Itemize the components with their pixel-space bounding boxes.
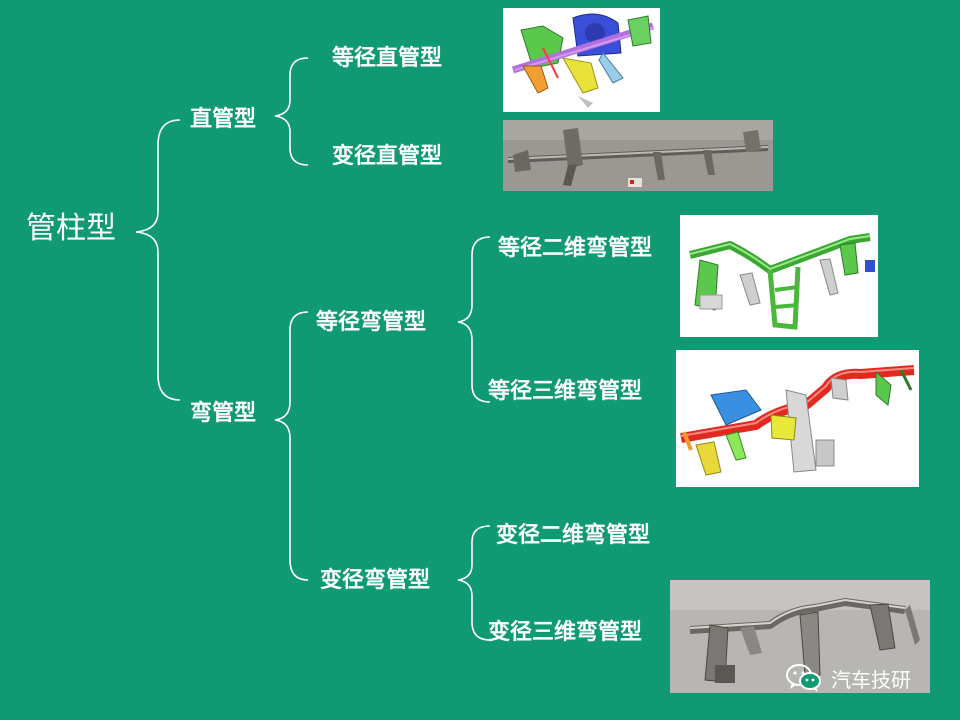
branch-straight-label: 直管型 [190,107,257,132]
leaf-equal-3d-label: 等径三维弯管型 [488,379,643,404]
image-variable-3d-photo [670,580,930,693]
root-label: 管柱型 [26,211,116,246]
variable-bent-brace [457,525,491,641]
equal-bent-brace [457,236,491,403]
branch-bent-label: 弯管型 [190,401,257,426]
equal-bent-label: 等径弯管型 [316,310,427,335]
bent-brace [274,311,309,581]
leaf-variable-2d-label: 变径二维弯管型 [496,523,651,548]
image-variable-straight-photo [503,120,773,191]
watermark-text: 汽车技研 [831,667,911,692]
leaf-equal-2d-label: 等径二维弯管型 [498,236,653,261]
image-equal-straight-cad [503,8,660,112]
variable-bent-label: 变径弯管型 [320,568,431,593]
image-equal-3d-cad [676,350,919,487]
image-equal-2d-cad [680,215,878,337]
root-brace [135,119,181,401]
leaf-variable-3d-label: 变径三维弯管型 [488,620,643,645]
watermark: 汽车技研 [785,660,935,696]
straight-brace [274,57,309,166]
leaf-variable-straight-label: 变径直管型 [332,144,443,169]
wechat-icon [786,664,821,692]
leaf-equal-straight-label: 等径直管型 [332,46,443,71]
